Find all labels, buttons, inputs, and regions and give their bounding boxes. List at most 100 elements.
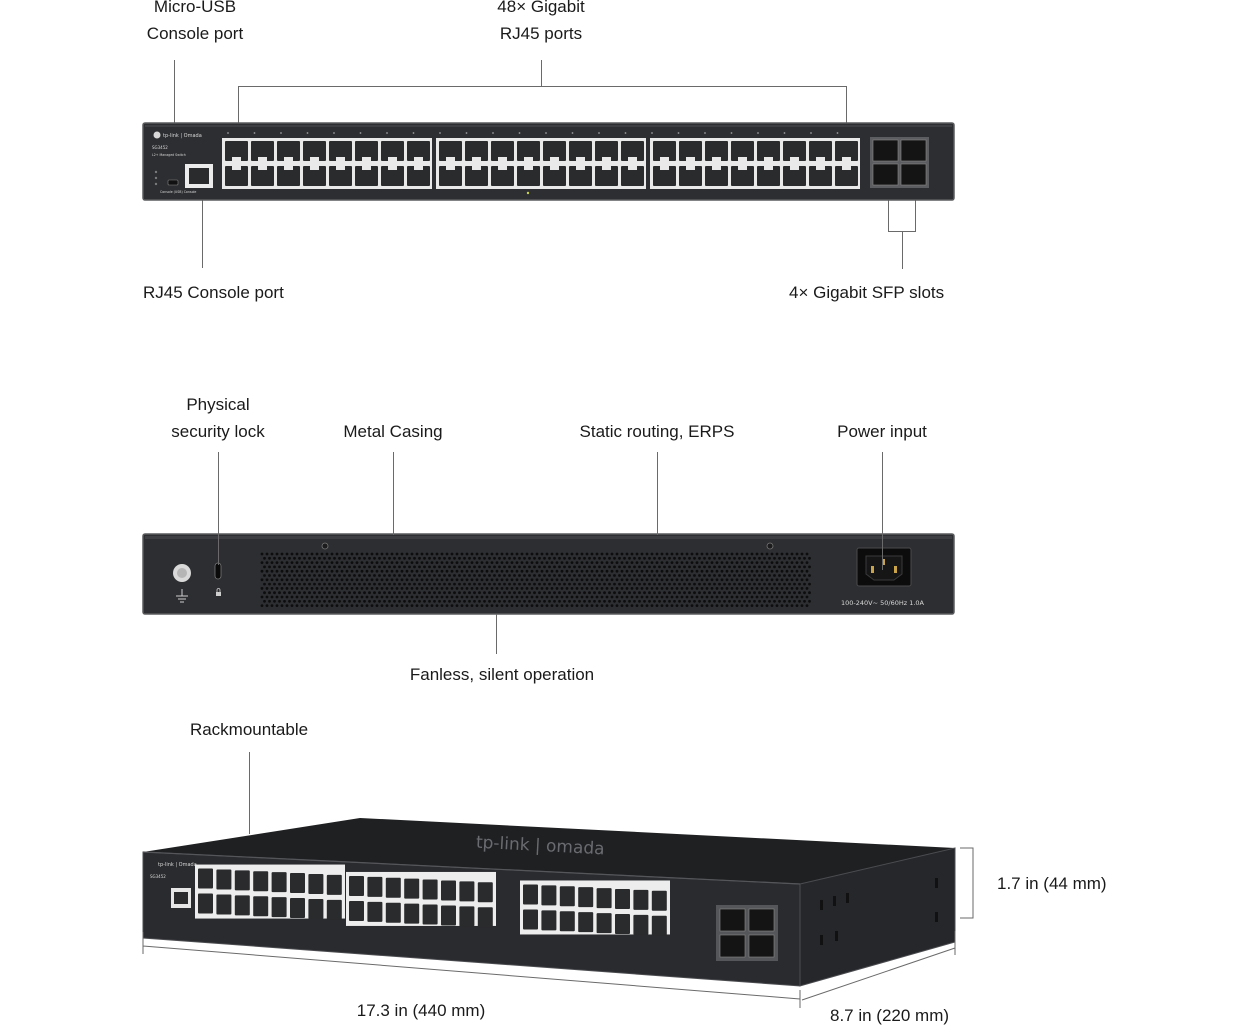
iso-rj45-port [326,899,342,920]
iso-rj45-port [541,910,557,931]
rj45-port [731,166,754,186]
rj45-port [355,166,378,186]
rj45-port [543,166,566,186]
rj45-port [705,166,728,186]
tplink-logo-icon [153,131,161,139]
iso-rj45-port [541,885,557,906]
iso-rj45-port [216,869,232,890]
static-routing-label: Static routing, ERPS [579,422,735,441]
fanless-label: Fanless, silent operation [409,665,595,684]
iso-rj45-port [308,873,324,894]
iso-rj45-port [578,912,594,933]
rj45-port [621,166,644,186]
rj45-port [407,166,430,186]
rj45-port [251,141,274,161]
rj45-port [809,141,832,161]
iso-rj45-port [349,900,364,921]
iso-rj45-ports [195,864,670,936]
iso-rj45-port [477,882,493,903]
sfp-bracket-left [888,188,889,232]
rj45-port [225,166,248,186]
micro-usb-label-line2: Console port [146,24,244,43]
dimension-lines [142,847,974,1008]
iso-rj45-port [271,897,287,918]
iso-rj45-port [253,896,269,917]
micro-usb-console-port [167,179,179,186]
iso-rj45-port [422,904,438,925]
sfp-slot [872,139,899,162]
iso-rj45-port [404,878,420,899]
rj45-port [491,141,514,161]
iso-rj45-port [615,888,630,909]
rackmountable-leader [249,752,250,834]
iso-rj45-port [308,898,324,919]
iso-rj45-port [253,871,269,892]
rj45-port [809,166,832,186]
sfp-leader [902,231,903,269]
sfp-bracket-right [915,188,916,232]
iso-rj45-port [198,893,213,914]
iso-top-face [143,818,955,884]
front-model: SG3452 [152,145,168,150]
micro-usb-leader [174,60,175,182]
iso-rj45-port [234,895,250,916]
rj45-ports-label-line2: RJ45 ports [499,24,583,43]
front-port-leds [227,132,839,195]
security-lock-label-line2: security lock [171,422,265,441]
rj45-port [491,166,514,186]
front-subtitle: L2+ Managed Switch [152,153,186,157]
rj45-port [835,141,858,161]
iso-rj45-port [234,870,250,891]
iso-rj45-port [559,886,575,907]
iso-sfp-slot [719,934,746,958]
ground-symbol-icon [176,589,188,603]
iso-sfp-slot [748,934,775,958]
iso-rj45-port [523,909,538,930]
rj45-bracket-left [238,86,239,126]
rj45-port [757,166,780,186]
iso-model: SG3452 [150,874,166,879]
iso-rj45-port [290,898,305,919]
iso-rj45-port [198,868,213,889]
sfp-slot [900,163,927,186]
rj45-port [517,166,540,186]
security-lock-slot [214,562,222,580]
front-rj45-ports [222,138,860,189]
sfp-slot [900,139,927,162]
metal-casing-leader [393,452,394,535]
security-lock-label-line1: Physical [186,395,250,414]
rj45-port [595,166,618,186]
iso-rj45-port [633,914,649,935]
rj45-port [653,141,676,161]
iso-rj45-port [459,881,475,902]
iso-rj45-port [523,884,538,905]
static-routing-leader [657,452,658,535]
power-rating: 100-240V~ 50/60Hz 1.0A [841,599,925,607]
rj45-ports-label-line1: 48× Gigabit [497,0,585,16]
iso-rj45-port [367,901,383,922]
iso-rj45-port [459,906,475,927]
rj45-port [329,166,352,186]
front-panel: tp-link | Omada SG3452 L2+ Managed Switc… [142,122,955,201]
metal-casing-label: Metal Casing [343,422,443,441]
iso-sfp-slot [719,908,746,932]
lock-icon [216,592,221,596]
iso-brand: tp-link | Omada [158,862,197,868]
iso-rj45-port [216,894,232,915]
rackmountable-label: Rackmountable [189,720,309,739]
iso-rj45-port [633,889,649,910]
front-brand: tp-link | Omada [163,133,202,139]
rj45-port [277,141,300,161]
rj45-port [731,141,754,161]
iso-rj45-port [404,903,420,924]
iso-rj45-port [651,915,667,936]
micro-usb-label-line1: Micro-USB [153,0,237,16]
iso-rj45-port [477,907,493,928]
rj45-port [569,141,592,161]
rj45-port [329,141,352,161]
iso-rj45-port [422,879,438,900]
power-input-label: Power input [837,422,927,441]
rj45-port [569,166,592,186]
rj45-port [251,166,274,186]
